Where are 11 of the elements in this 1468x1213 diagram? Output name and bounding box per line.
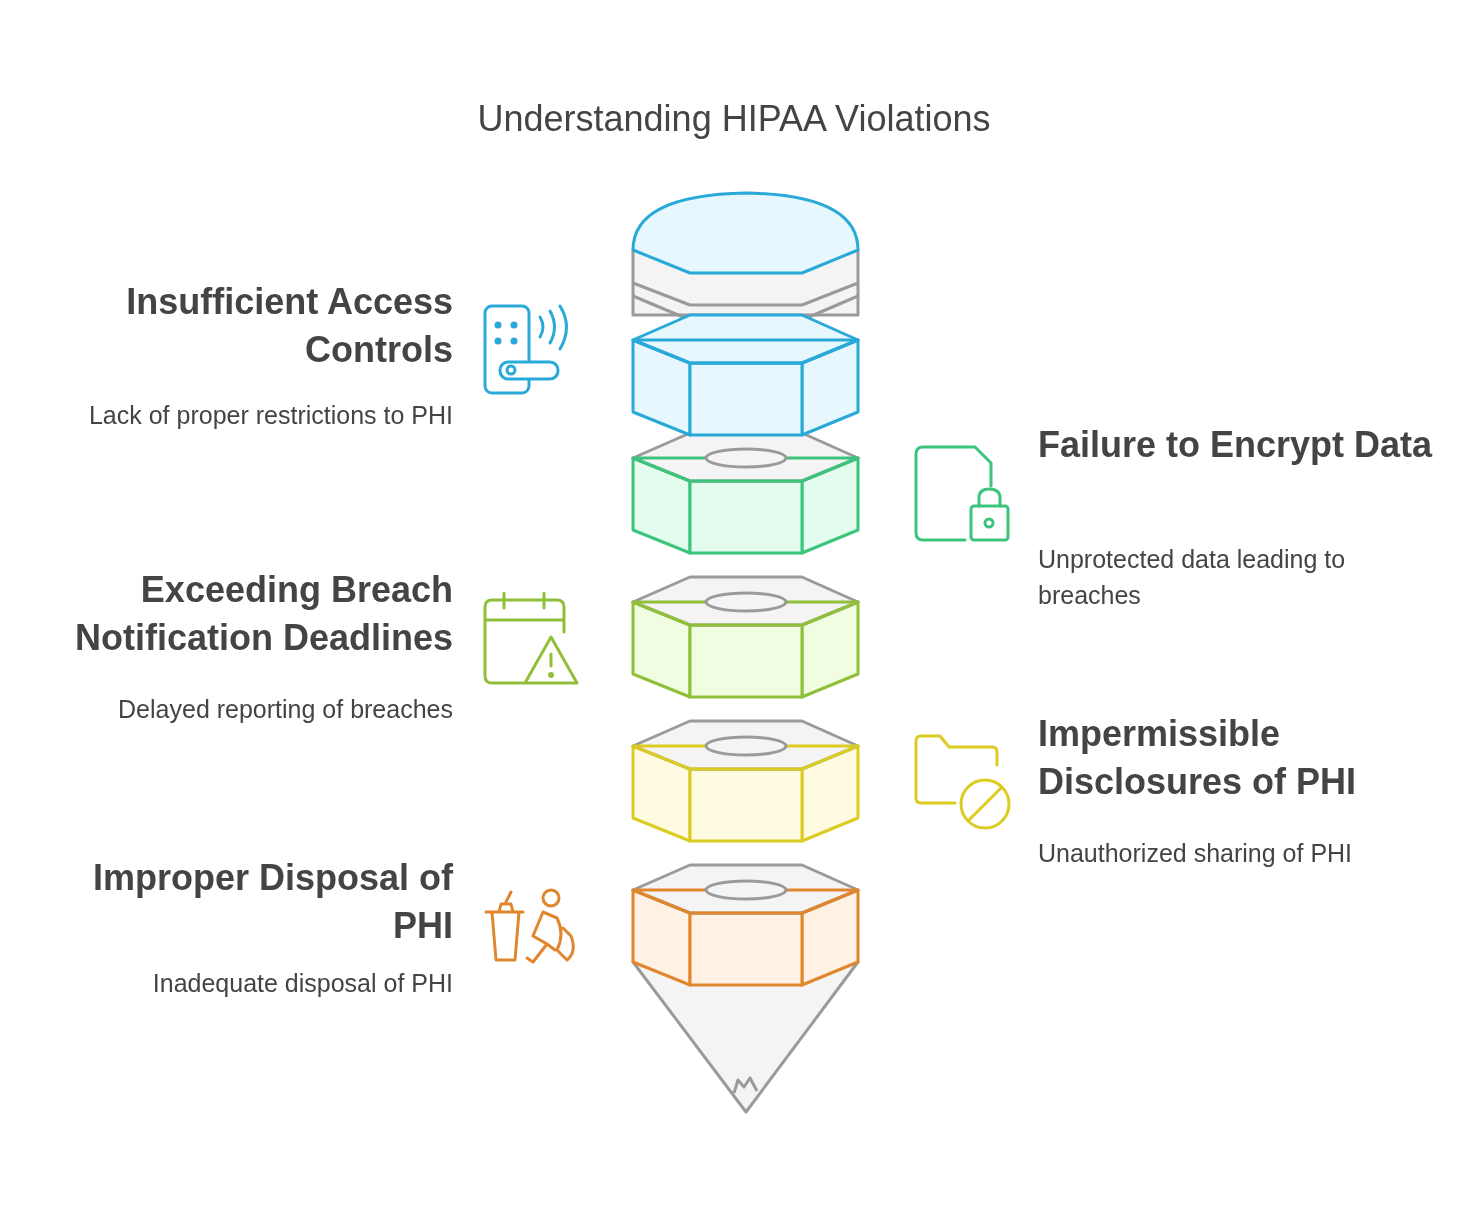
section-heading: Failure to Encrypt Data	[1038, 423, 1434, 467]
description-text: Unprotected data leading to breaches	[1038, 544, 1347, 611]
description-text: Inadequate disposal of PHI	[151, 968, 453, 999]
section-heading: Impermissible Disclosures of PHI	[1038, 712, 1358, 804]
description-text: Lack of proper restrictions to PHI	[87, 400, 453, 431]
section-heading: Exceeding Breach Notification Deadlines	[73, 568, 453, 660]
description-text: Unauthorized sharing of PHI	[1038, 838, 1354, 869]
section-heading: Insufficient Access Controls	[125, 280, 453, 372]
section-heading: Improper Disposal of PHI	[91, 856, 453, 948]
description-text: Delayed reporting of breaches	[117, 694, 453, 725]
diagram-title: Understanding HIPAA Violations	[476, 98, 992, 140]
